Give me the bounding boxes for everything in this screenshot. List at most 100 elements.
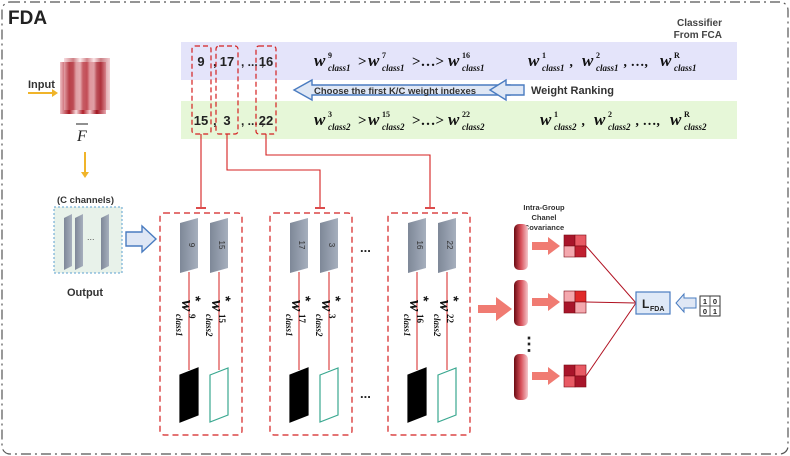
svg-text:class1: class1	[674, 63, 697, 73]
channel-dots: ...	[87, 232, 95, 242]
svg-text:>: >	[358, 54, 367, 70]
row1-index-2: 17	[220, 54, 234, 69]
output-label: Output	[67, 287, 103, 299]
svg-text:w: w	[314, 110, 326, 129]
svg-text:9: 9	[187, 314, 197, 319]
svg-text:class2: class2	[204, 314, 214, 337]
svg-text:class1: class1	[542, 63, 565, 73]
input-arrowhead-icon	[52, 89, 58, 97]
svg-text:class1: class1	[402, 314, 412, 337]
covariance-cell	[574, 364, 587, 377]
group-feature-map	[514, 280, 528, 326]
svg-text:16: 16	[415, 314, 425, 324]
svg-text:7: 7	[382, 51, 386, 60]
svg-text:,: ,	[581, 114, 586, 129]
identity-cell-00: 1	[703, 297, 707, 306]
identity-cell-01: 0	[713, 297, 717, 306]
output-map	[209, 367, 229, 423]
covariance-row-3	[514, 302, 637, 400]
row2-ranking-formula: w 3 class2 > w 15 class2 >…> w 22 class2	[314, 110, 485, 132]
group-dots-2: ...	[360, 386, 371, 401]
class1-weights-row	[181, 42, 737, 80]
identity-cell-10: 0	[703, 307, 707, 316]
channel-index: 16	[415, 241, 424, 250]
svg-text:,: ,	[569, 55, 574, 70]
covariance-cell	[574, 245, 587, 258]
svg-text:1: 1	[542, 51, 546, 60]
row2-weights-set: w 1 class2 , w 2 class2 , …, w R class2	[540, 110, 707, 132]
row1-ranking-formula: w 9 class1 > w 7 class1 >…> w 16 class1	[314, 51, 485, 73]
svg-text:22: 22	[445, 314, 455, 324]
svg-text:class2: class2	[314, 314, 324, 337]
svg-text:>: >	[358, 113, 367, 129]
channel-index: 15	[217, 241, 226, 250]
classifier-label-line1: Classifier	[677, 18, 722, 29]
to-groups-arrow-icon	[125, 224, 158, 254]
svg-text:>…>: >…>	[412, 54, 444, 70]
feature-symbol: F	[76, 123, 88, 145]
group-frame	[159, 212, 243, 436]
svg-text:w: w	[368, 110, 380, 129]
channel-filter	[290, 218, 308, 273]
svg-text:R: R	[684, 110, 690, 119]
svg-text:*: *	[298, 296, 314, 302]
vertical-dots: ⋮	[520, 334, 538, 354]
identity-to-loss-arrow-icon	[675, 292, 697, 314]
input-label: Input	[28, 79, 55, 91]
channel-groups: 9w9class1*15w15class2*17w17class1*3w3cla…	[159, 212, 471, 436]
row1-weights-set: w 1 class1 , w 2 class1 , …, w R class1	[528, 51, 697, 73]
covariance-to-loss-line	[585, 302, 637, 377]
svg-text:w: w	[208, 300, 227, 312]
covariance-cell	[563, 301, 576, 314]
channel-slice-1	[64, 214, 72, 270]
svg-text:*: *	[328, 296, 344, 302]
row1-index-3: 16	[259, 54, 273, 69]
svg-text:w: w	[582, 51, 594, 70]
row1-sep-mid: , ... ,	[241, 55, 264, 69]
covariance-row-2	[514, 280, 637, 326]
group-feature-map	[514, 224, 528, 270]
identity-matrix: 1 0 0 1	[699, 295, 721, 317]
covariance-cell	[574, 301, 587, 314]
channel-slice-3	[101, 214, 109, 270]
covariance-to-loss-line	[585, 245, 637, 304]
group-frame	[387, 212, 471, 436]
group-dots-1: ...	[360, 240, 371, 255]
svg-text:class1: class1	[596, 63, 619, 73]
svg-text:*: *	[446, 296, 462, 302]
intra-group-label-2: Chanel	[531, 213, 556, 222]
output-map	[319, 367, 339, 423]
row2-sep-mid: , ... ,	[241, 114, 264, 128]
svg-text:class1: class1	[462, 63, 485, 73]
down-arrowhead-icon	[81, 172, 89, 178]
svg-text:3: 3	[328, 110, 332, 119]
identity-cell-11: 1	[713, 307, 717, 316]
svg-text:15: 15	[217, 314, 227, 324]
figure-title: FDA	[8, 8, 47, 29]
output-map	[179, 367, 199, 423]
svg-text:2: 2	[608, 110, 612, 119]
covariance-cell	[563, 290, 576, 303]
svg-text:2: 2	[596, 51, 600, 60]
output-map	[289, 367, 309, 423]
index-connectors	[200, 134, 431, 207]
svg-text:, …,: , …,	[623, 55, 649, 70]
choose-indexes-text: Choose the first K/C weight indexes	[314, 86, 476, 97]
row1-sep-1: ,	[213, 54, 217, 69]
channel-slice-2	[75, 214, 83, 270]
row2-index-2: 3	[223, 113, 230, 128]
channel-filter	[408, 218, 426, 273]
svg-text:class1: class1	[284, 314, 294, 337]
channel-filter	[180, 218, 198, 273]
svg-text:class2: class2	[684, 122, 707, 132]
svg-text:class2: class2	[432, 314, 442, 337]
svg-text:>…>: >…>	[412, 113, 444, 129]
covariance-row-1	[514, 224, 637, 304]
svg-text:w: w	[448, 110, 460, 129]
svg-text:1: 1	[554, 110, 558, 119]
